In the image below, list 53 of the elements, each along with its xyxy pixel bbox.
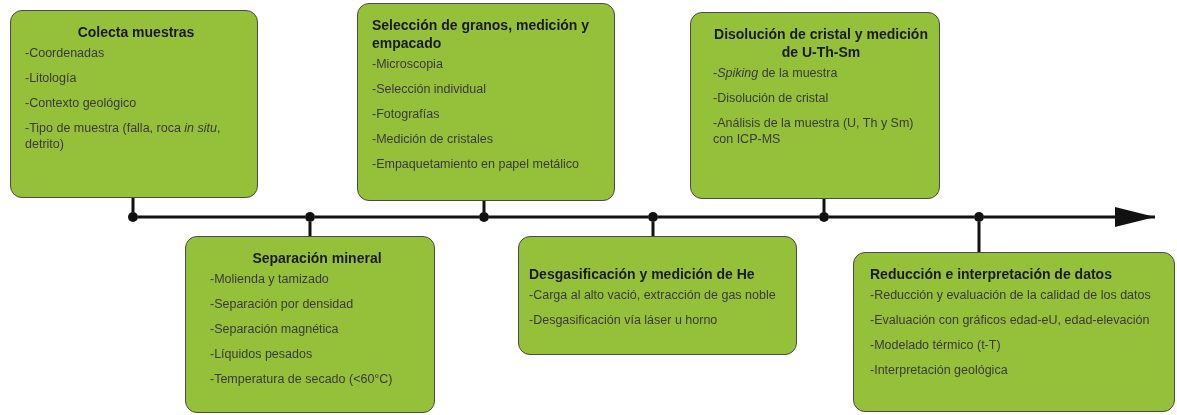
list-item: -Empaquetamiento en papel metálico xyxy=(372,156,581,172)
timeline-dot xyxy=(819,212,829,222)
list-item: -Contexto geológico xyxy=(25,95,138,111)
timeline-dot xyxy=(128,212,138,222)
list-item: -Carga al alto vació, extracción de gas noble xyxy=(529,287,777,303)
step-box xyxy=(853,252,1175,412)
connector-line xyxy=(482,201,486,212)
step-box xyxy=(10,10,258,198)
connector-line xyxy=(822,199,826,212)
timeline-dot xyxy=(479,212,489,222)
step-heading: Reducción e interpretación de datos xyxy=(870,265,1113,283)
list-item: -Selección individual xyxy=(372,81,487,97)
step-heading: Desgasificación y medición de He xyxy=(529,265,756,283)
list-item: -Litología xyxy=(25,70,78,86)
list-item: -Separación magnética xyxy=(210,321,340,337)
list-item: -Tipo de muestra (falla, roca in situ, detrito) xyxy=(25,120,222,152)
connector-line xyxy=(131,198,135,212)
list-item: -Modelado térmico (t-T) xyxy=(870,337,1002,353)
list-item: -Coordenadas xyxy=(25,45,106,61)
list-item: -Spiking de la muestra xyxy=(713,65,839,81)
step-box xyxy=(357,3,615,201)
list-item: -Disolución de cristal xyxy=(713,90,830,106)
step-heading: Separación mineral xyxy=(251,249,383,267)
list-item: -Interpretación geológica xyxy=(870,362,1009,378)
timeline-line xyxy=(489,215,648,219)
list-item: -Análisis de la muestra (U, Th y Sm) con ICP-MS xyxy=(713,115,915,147)
list-item: -Microscopia xyxy=(372,56,444,72)
step-box xyxy=(185,236,435,413)
timeline-line xyxy=(315,215,479,219)
list-item: -Fotografías xyxy=(372,106,441,122)
list-item: -Medición de cristales xyxy=(372,131,494,147)
list-item: -Separación por densidad xyxy=(210,296,355,312)
timeline-dot xyxy=(305,212,315,222)
list-item: -Temperatura de secado (<60°C) xyxy=(210,371,394,387)
connector-line xyxy=(308,222,312,236)
timeline-arrow xyxy=(984,207,1155,227)
timeline-line xyxy=(138,215,305,219)
timeline-line xyxy=(658,215,819,219)
step-heading: Colecta muestras xyxy=(76,23,196,41)
list-item: -Molienda y tamizado xyxy=(210,271,330,287)
list-item: -Líquidos pesados xyxy=(210,346,314,362)
step-box xyxy=(518,236,797,355)
timeline-dot xyxy=(974,212,984,222)
connector-line xyxy=(977,222,981,252)
connector-line xyxy=(651,222,655,236)
list-item: -Evaluación con gráficos edad-eU, edad-elevación xyxy=(870,312,1151,328)
list-item: -Reducción y evaluación de la calidad de los datos xyxy=(870,287,1152,303)
step-box xyxy=(690,12,940,199)
step-heading: Disolución de cristal y medición de U-Th-Sm xyxy=(713,25,929,61)
list-item: -Desgasificación vía láser u horno xyxy=(529,312,719,328)
timeline-dot xyxy=(648,212,658,222)
step-heading: Selección de granos, medición y empacado xyxy=(372,16,591,52)
timeline-line xyxy=(829,215,974,219)
